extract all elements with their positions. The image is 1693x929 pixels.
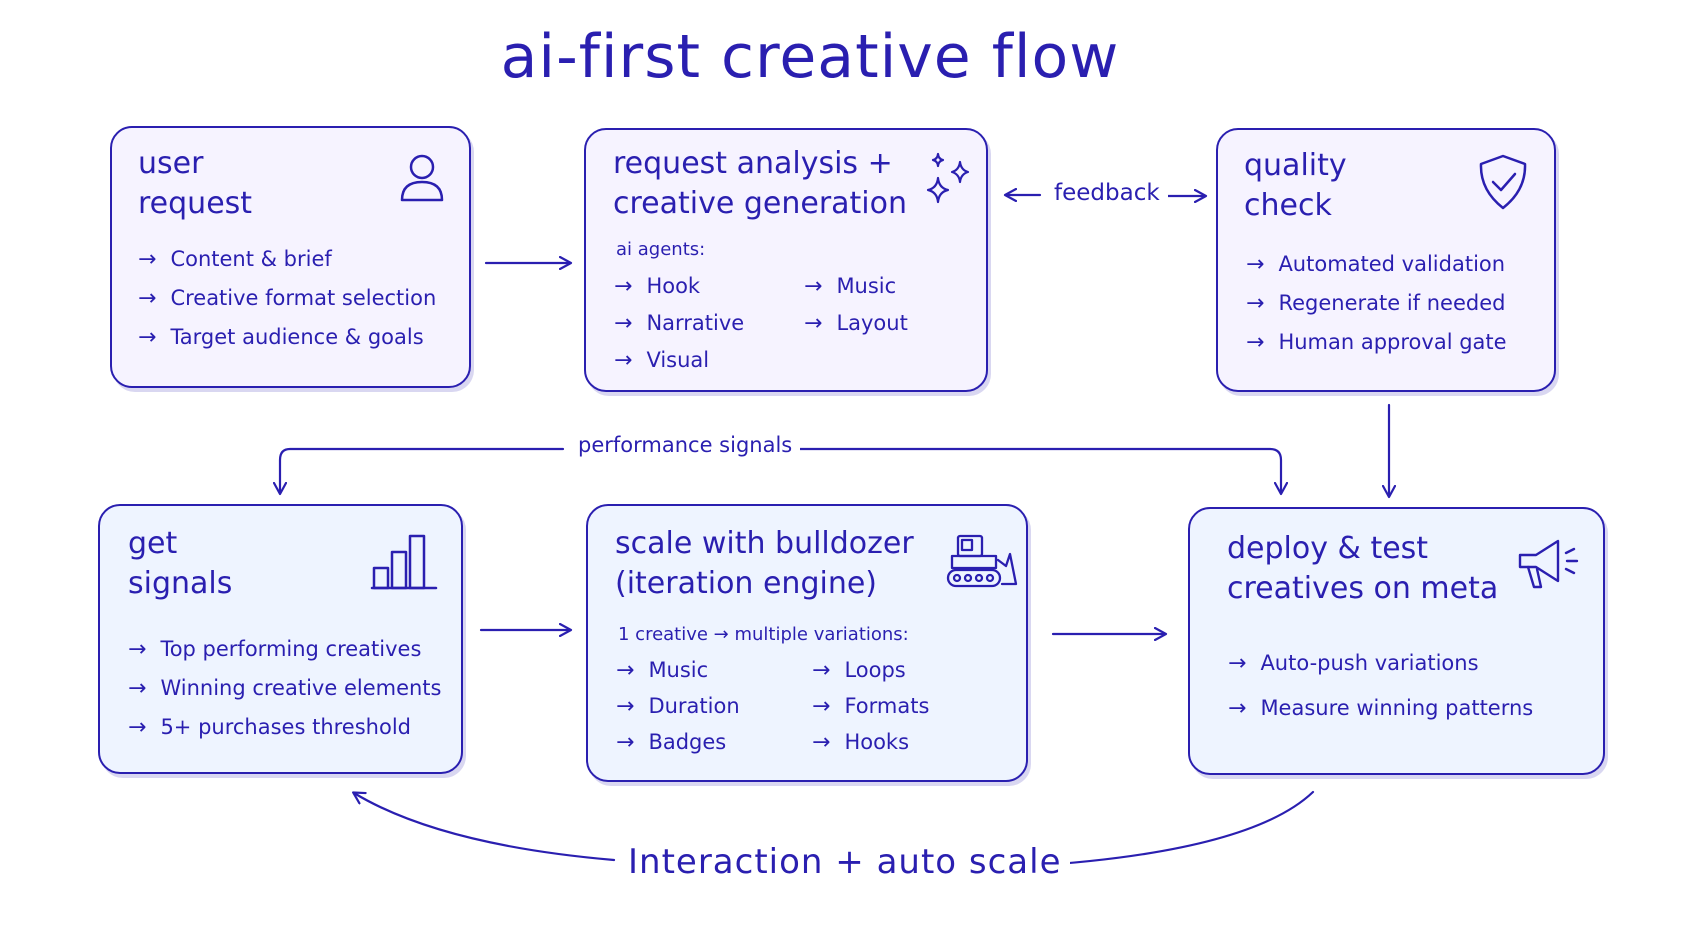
agents-grid: Hook Music Narrative Layout Visual [614, 274, 984, 385]
card-title-line: quality [1244, 148, 1347, 183]
list-item: Narrative [614, 311, 804, 348]
list-item: Target audience & goals [138, 318, 436, 357]
list-item: 5+ purchases threshold [128, 708, 441, 747]
card-title-line: request [138, 186, 253, 221]
feedback-label: feedback [1046, 180, 1168, 206]
diagram-title: ai-first creative flow [500, 22, 1120, 92]
variations-subtitle: 1 creative → multiple variations: [618, 624, 909, 645]
item-list: Automated validation Regenerate if neede… [1246, 245, 1507, 362]
list-item: Content & brief [138, 240, 436, 279]
list-item: Formats [812, 694, 992, 730]
list-item: Winning creative elements [128, 669, 441, 708]
card-request-analysis: request analysis + creative generation a… [584, 128, 988, 392]
arrow-performance-to-deploy [786, 447, 1281, 493]
card-title: quality check [1244, 146, 1347, 226]
list-item: Automated validation [1246, 245, 1507, 284]
bulldozer-icon [946, 534, 1018, 588]
list-item: Visual [614, 348, 804, 385]
card-title-line: creative generation [613, 186, 908, 221]
item-list: Top performing creatives Winning creativ… [128, 630, 441, 747]
list-item: Hooks [812, 730, 992, 766]
card-title: user request [138, 144, 252, 224]
list-item: Layout [804, 311, 984, 348]
item-list: Auto-push variations Measure winning pat… [1228, 641, 1533, 731]
arrow-loop-right [1028, 790, 1315, 868]
card-title-line: scale with bulldozer [615, 526, 914, 561]
card-title-line: get [128, 526, 178, 561]
variations-grid: Music Loops Duration Formats Badges Hook… [616, 658, 992, 766]
list-item: Duration [616, 694, 812, 730]
card-title: scale with bulldozer (iteration engine) [615, 524, 914, 604]
list-item: Music [804, 274, 984, 311]
list-item: Music [616, 658, 812, 694]
card-title-line: user [138, 146, 204, 181]
card-title-line: (iteration engine) [615, 566, 878, 601]
list-item: Human approval gate [1246, 323, 1506, 362]
card-title-line: request analysis + [613, 146, 893, 181]
card-user-request: user request Content & brief Creative fo… [110, 126, 471, 388]
list-item: Top performing creatives [128, 630, 441, 669]
card-deploy-test: deploy & test creatives on meta Auto-pus… [1188, 507, 1605, 775]
list-item: Regenerate if needed [1246, 284, 1507, 323]
sparkles-icon [926, 152, 970, 204]
bar-chart-icon [370, 534, 438, 590]
shield-check-icon [1479, 154, 1527, 210]
card-title-line: creatives on meta [1227, 571, 1499, 606]
list-item: Badges [616, 730, 812, 766]
item-list: Content & brief Creative format selectio… [138, 240, 436, 357]
list-item: Creative format selection [138, 279, 436, 318]
arrow-loop-left [354, 793, 616, 862]
megaphone-icon [1518, 539, 1579, 589]
card-title: get signals [128, 524, 232, 604]
list-item: Measure winning patterns [1228, 686, 1533, 731]
card-get-signals: get signals Top performing creatives Win… [98, 504, 463, 774]
card-title-line: check [1244, 188, 1332, 223]
arrow-performance-to-signals [280, 447, 565, 493]
agents-subtitle: ai agents: [616, 239, 706, 260]
user-icon [400, 154, 444, 202]
list-item: Loops [812, 658, 992, 694]
card-title-line: signals [128, 566, 233, 601]
performance-signals-label: performance signals [570, 433, 801, 457]
list-item: Hook [614, 274, 804, 311]
card-title-line: deploy & test [1227, 531, 1429, 566]
card-scale-bulldozer: scale with bulldozer (iteration engine) … [586, 504, 1028, 782]
loop-label: Interaction + auto scale [620, 842, 1070, 882]
list-item: Auto-push variations [1228, 641, 1533, 686]
card-title: deploy & test creatives on meta [1227, 529, 1498, 609]
card-quality-check: quality check Automated validation Regen… [1216, 128, 1556, 392]
card-title: request analysis + creative generation [613, 144, 907, 224]
